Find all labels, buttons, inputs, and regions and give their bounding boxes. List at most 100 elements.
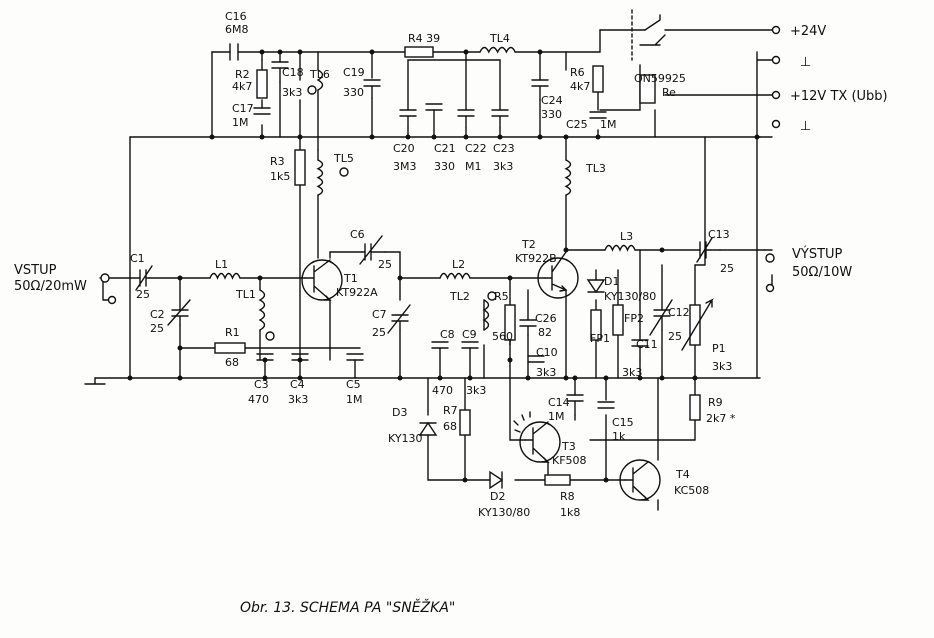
r2-symbol	[256, 69, 268, 99]
label-r9-value: 2k7 *	[706, 412, 736, 425]
label-c2-value: 25	[150, 322, 164, 335]
label-r3: R3	[270, 155, 285, 168]
label-c23: C23	[493, 142, 515, 155]
t3-symbol	[513, 411, 561, 463]
d2-symbol	[489, 470, 504, 490]
label-t1: T1	[343, 272, 358, 285]
terminal-gnd1[interactable]	[771, 55, 781, 65]
label-c14-value: 1M	[548, 410, 565, 423]
label-d1-value: KY130/80	[604, 290, 656, 303]
label-c13-value: 25	[720, 262, 734, 275]
label-c22: C22	[465, 142, 487, 155]
c1-symbol	[135, 265, 153, 291]
label-p1: P1	[712, 342, 726, 355]
c21-symbol	[425, 103, 443, 111]
tl4-symbol	[479, 46, 516, 54]
terminal-gnd2[interactable]	[771, 119, 781, 129]
label-c9: C9	[462, 328, 477, 341]
l3-symbol	[604, 244, 636, 252]
terminal-input[interactable]	[100, 273, 110, 283]
label-relay-name: QN59925	[634, 72, 686, 85]
label-c3-value: 470	[248, 393, 269, 406]
label-c8-value: 470	[432, 384, 453, 397]
label-c6-value: 25	[378, 258, 392, 271]
label-c14: C14	[548, 396, 570, 409]
label-c21: C21	[434, 142, 456, 155]
label-r6: R6	[570, 66, 585, 79]
label-input: VSTUP	[14, 263, 57, 278]
label-c24-value: 330	[541, 108, 562, 121]
wires	[84, 29, 773, 511]
c12-symbol	[649, 299, 673, 336]
r3-symbol	[294, 149, 306, 186]
label-fp2: FP2	[624, 312, 644, 325]
c20-symbol	[399, 109, 417, 129]
terminal-input-gnd[interactable]	[107, 295, 117, 305]
label-t3: T3	[561, 440, 576, 453]
label-c21-value: 330	[434, 160, 455, 173]
c8-symbol	[431, 341, 449, 349]
c5-symbol	[346, 353, 364, 361]
r1-symbol	[214, 342, 246, 354]
label-c4-value: 3k3	[288, 393, 308, 406]
label-c7-value: 25	[372, 326, 386, 339]
label-r6-value: 4k7	[570, 80, 590, 93]
r9-symbol	[689, 394, 701, 421]
p1-arrow	[681, 298, 714, 351]
wire-tl1-r1	[179, 277, 361, 361]
terminal-output[interactable]	[765, 253, 775, 263]
r8-symbol	[544, 474, 571, 486]
terminal-24v[interactable]	[771, 25, 781, 35]
label-r9: R9	[708, 396, 723, 409]
label-r3-value: 1k5	[270, 170, 290, 183]
d1-symbol	[586, 279, 606, 294]
label-l3: L3	[620, 230, 633, 243]
label-24v: +24V	[790, 24, 826, 39]
wire-c20-bottoms	[407, 109, 501, 138]
label-r2: R2	[235, 68, 250, 81]
label-r5: R5	[494, 290, 509, 303]
label-r1: R1	[225, 326, 240, 339]
wire-c20-c23-top	[407, 51, 501, 111]
label-c17-value: 1M	[232, 116, 249, 129]
diodes	[418, 279, 606, 490]
l2-symbol	[439, 272, 471, 280]
label-c25: C25	[566, 118, 588, 131]
label-c26: C26	[535, 312, 557, 325]
label-t4-value: KC508	[674, 484, 709, 497]
label-12v: +12V TX (Ubb)	[790, 89, 888, 104]
c6-symbol	[359, 235, 386, 265]
label-d2-value: KY130/80	[478, 506, 530, 519]
label-fp1: FP1	[590, 332, 610, 345]
label-c8: C8	[440, 328, 455, 341]
wire-c3-c5	[264, 359, 356, 379]
c16-symbol	[229, 43, 239, 61]
tl2-symbol	[482, 299, 490, 331]
r7-symbol	[459, 409, 471, 436]
c22-symbol	[457, 109, 475, 129]
label-c5: C5	[346, 378, 361, 391]
terminal-12v[interactable]	[771, 90, 781, 100]
c4-symbol	[291, 353, 309, 361]
label-t3-value: KF508	[552, 454, 587, 467]
relay-contacts-symbol	[639, 14, 666, 46]
r4-symbol	[404, 46, 434, 58]
c7-symbol	[387, 304, 411, 334]
c3-symbol	[256, 353, 274, 361]
terminal-output-gnd[interactable]	[765, 283, 775, 293]
tl3-symbol	[564, 159, 572, 196]
label-c9-value: 3k3	[466, 384, 486, 397]
d3-symbol	[418, 421, 438, 436]
label-l1: L1	[215, 258, 228, 271]
label-c20-value: 3M3	[393, 160, 417, 173]
c11-symbol	[631, 339, 649, 361]
wire-c8-c9	[439, 347, 471, 379]
c14-symbol	[566, 394, 584, 416]
c18-symbol	[271, 61, 289, 83]
relay-coil-symbol	[639, 74, 656, 104]
tl6-symbol	[316, 69, 324, 91]
t1-symbol	[301, 259, 343, 301]
label-r7: R7	[443, 404, 458, 417]
label-gnd2: ⊥	[800, 119, 811, 134]
